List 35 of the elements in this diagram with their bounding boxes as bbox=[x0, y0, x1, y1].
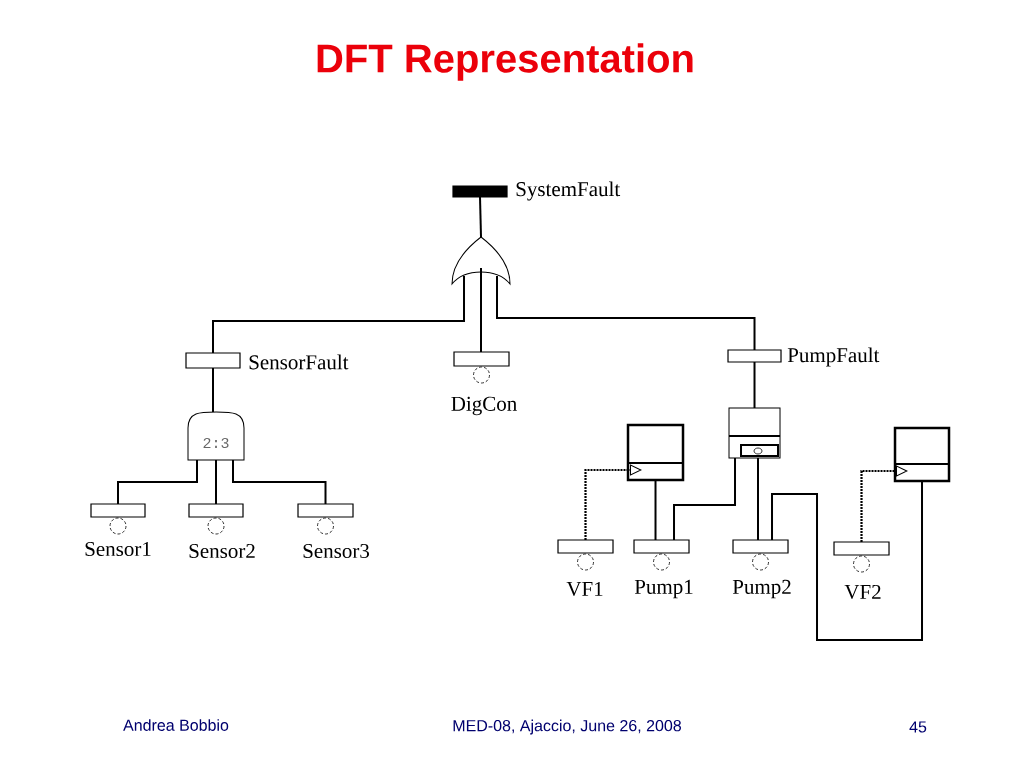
connector bbox=[673, 457, 736, 541]
footer-text: Andrea Bobbio bbox=[123, 719, 229, 731]
slide-title: DFT Representation bbox=[317, 43, 693, 81]
footer-text: 45 bbox=[909, 721, 927, 733]
event-label: Sensor1 bbox=[85, 541, 151, 557]
connector bbox=[479, 196, 482, 238]
fdep-gate bbox=[893, 426, 951, 483]
event-label: VF2 bbox=[844, 584, 881, 600]
connector bbox=[757, 457, 759, 541]
fdep-gate bbox=[626, 423, 685, 482]
event-label: Pump1 bbox=[634, 579, 693, 599]
connector bbox=[215, 459, 217, 505]
footer-text: MED-08, Ajaccio, June 26, 2008 bbox=[453, 719, 681, 735]
connector bbox=[584, 464, 642, 540]
connector bbox=[496, 275, 756, 351]
connector bbox=[860, 465, 908, 542]
connector bbox=[117, 459, 198, 505]
event-label: DigCon bbox=[451, 396, 517, 416]
event-label: PumpFault bbox=[787, 347, 880, 367]
gate-label: 2:3 bbox=[203, 437, 229, 449]
event-label: VF1 bbox=[566, 581, 603, 597]
connector bbox=[771, 480, 923, 641]
spare-gate bbox=[728, 407, 781, 459]
event-label: Sensor3 bbox=[303, 543, 369, 559]
event-label: Pump2 bbox=[732, 579, 791, 599]
connector bbox=[212, 275, 465, 354]
or-gate bbox=[451, 236, 511, 285]
event-label: SensorFault bbox=[249, 354, 349, 370]
connector bbox=[212, 367, 214, 413]
connector bbox=[753, 361, 756, 409]
connector bbox=[232, 459, 327, 505]
event-label: Sensor2 bbox=[189, 543, 255, 559]
event-label: SystemFault bbox=[516, 181, 621, 201]
connector bbox=[480, 267, 482, 353]
connector bbox=[654, 479, 657, 541]
